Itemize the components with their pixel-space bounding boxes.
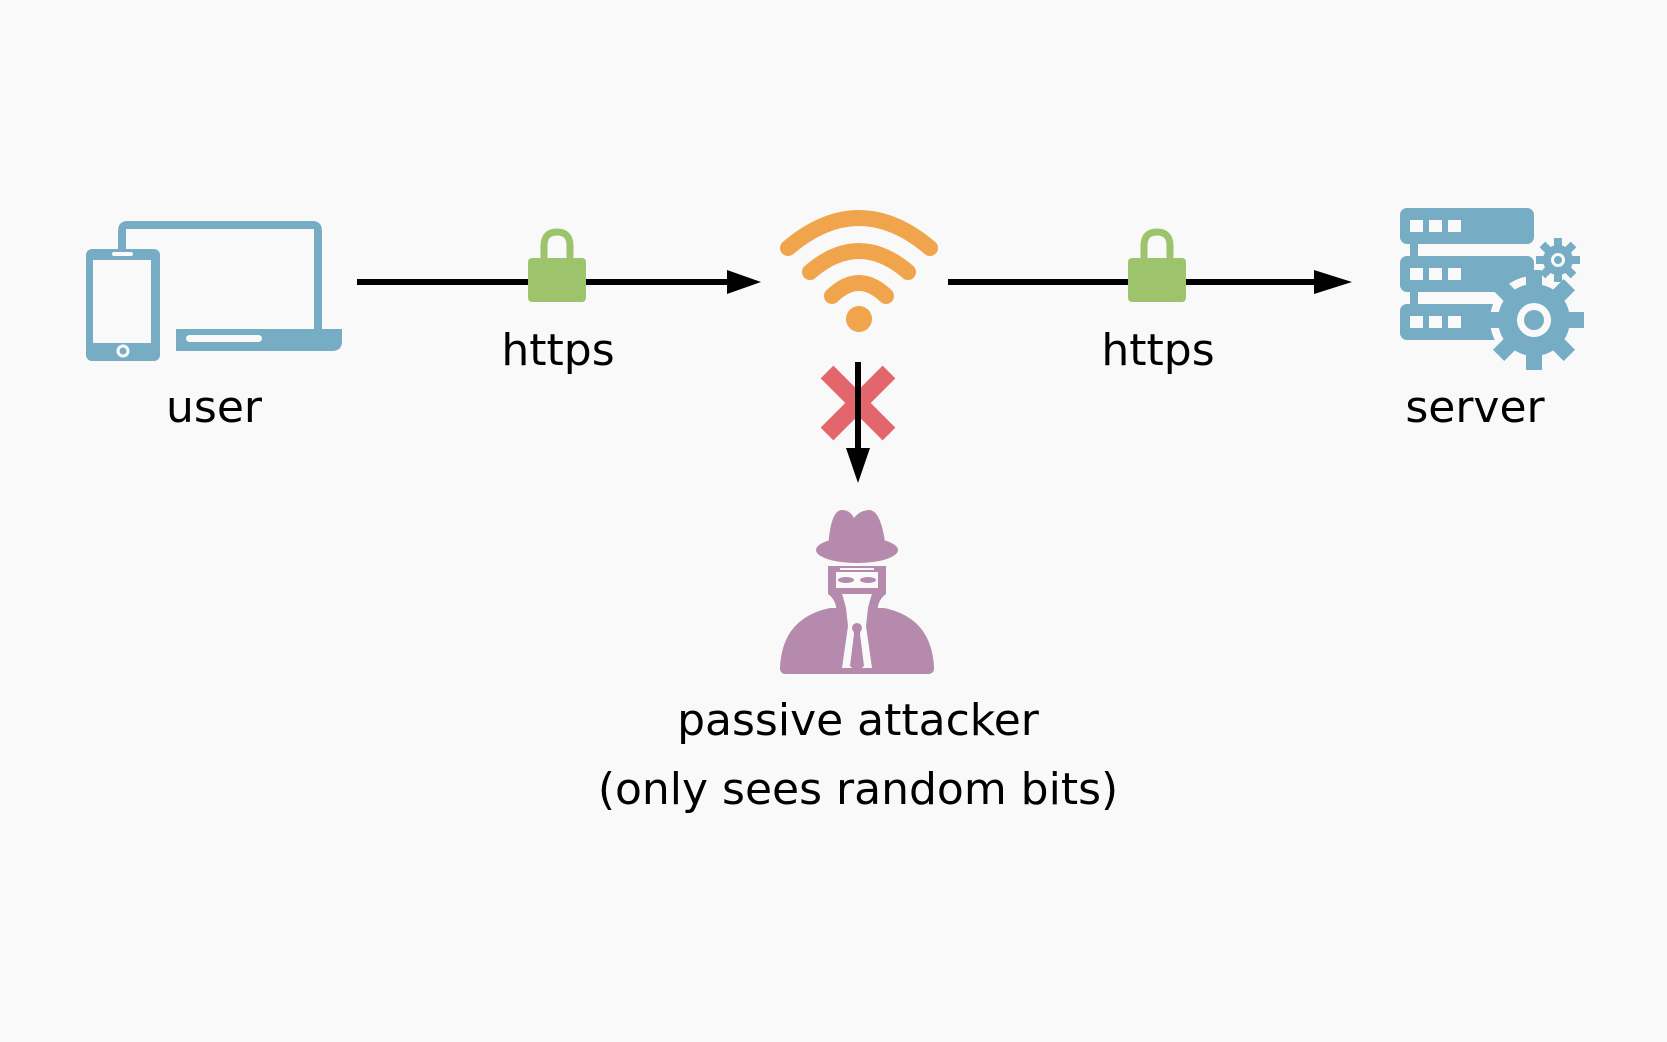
attacker-sublabel: (only sees random bits) [597, 764, 1119, 815]
https-label-1: https [501, 325, 615, 376]
https-label-2: https [1101, 325, 1215, 376]
spy-icon [780, 510, 934, 674]
lock-icon [1128, 228, 1186, 302]
blocked-x-icon [820, 365, 896, 441]
server-gear-icon [1400, 208, 1584, 370]
user-label: user [166, 382, 262, 433]
attacker-label: passive attacker [677, 695, 1039, 746]
wifi-icon [780, 210, 938, 332]
lock-icon [528, 228, 586, 302]
laptop-phone-icon [86, 221, 342, 361]
server-label: server [1405, 382, 1545, 433]
